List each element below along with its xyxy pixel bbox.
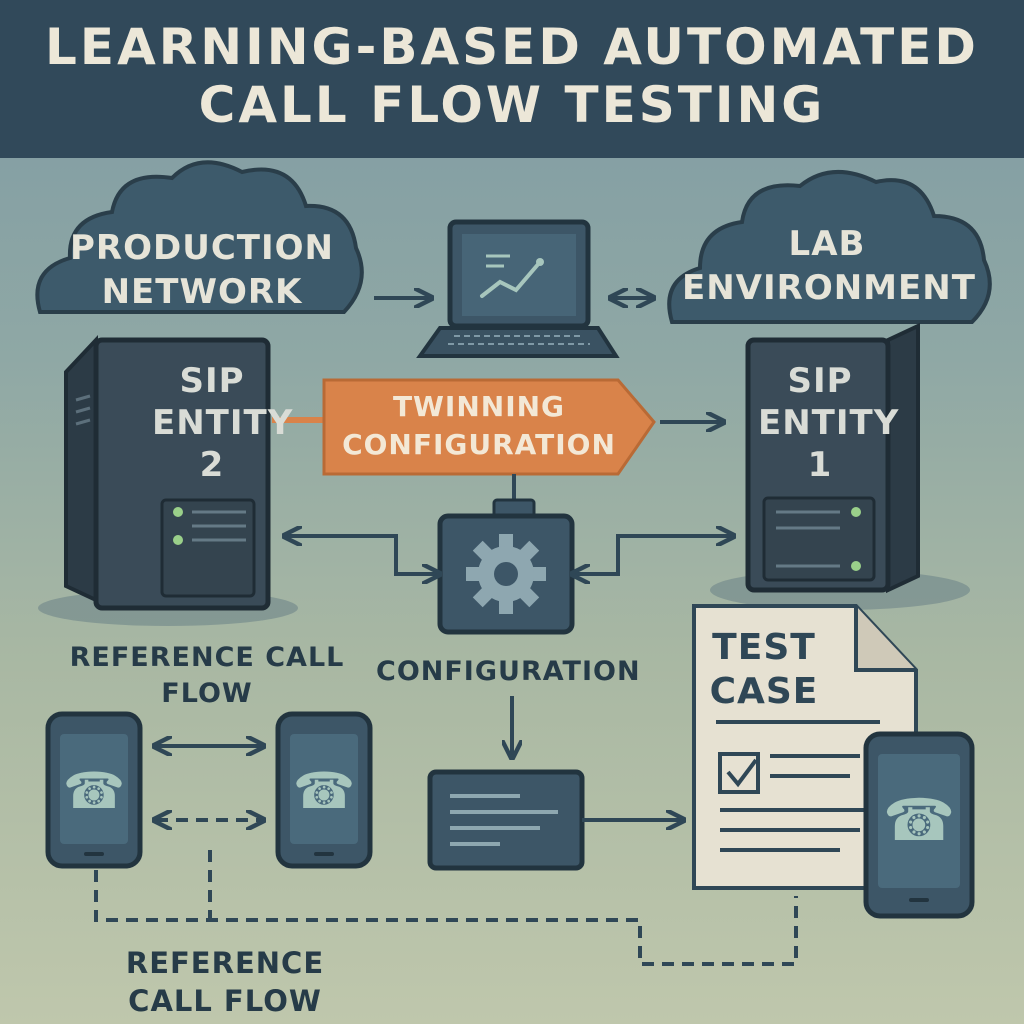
phone-icon: ☎ <box>45 711 143 869</box>
test-case-label: TEST CASE <box>709 627 819 712</box>
title-line-1: LEARNING-BASED AUTOMATED <box>45 18 979 76</box>
sip-entity-1-server-icon <box>710 322 970 610</box>
test-case-document-icon <box>692 604 918 890</box>
production-network-cloud-icon <box>35 160 364 314</box>
reference-call-flow-label-top: REFERENCE CALL FLOW <box>69 642 345 709</box>
svg-text:☎: ☎ <box>63 762 125 820</box>
svg-text:☎: ☎ <box>293 762 355 820</box>
twinning-banner-shape <box>272 378 656 476</box>
gear-icon <box>466 534 546 614</box>
checkbox-icon <box>718 752 870 852</box>
connectors <box>94 298 798 966</box>
production-network-label: PRODUCTION NETWORK <box>70 228 334 312</box>
phone-icon: ☎ <box>275 711 373 869</box>
sip-entity-1-label: SIP ENTITY 1 <box>758 361 900 485</box>
configuration-label: CONFIGURATION <box>376 656 641 687</box>
sip-entity-2-label: SIP ENTITY 2 <box>152 361 294 485</box>
lab-environment-cloud-icon <box>667 170 992 324</box>
reference-call-flow-label-bottom: REFERENCE CALL FLOW <box>125 946 325 1018</box>
output-card-icon <box>427 769 585 871</box>
laptop-icon <box>416 219 620 358</box>
lab-environment-label: LAB ENVIRONMENT <box>682 224 976 308</box>
title-banner: LEARNING-BASED AUTOMATED CALL FLOW TESTI… <box>0 0 1024 158</box>
twinning-configuration-label: TWINNING CONFIGURATION <box>342 390 616 461</box>
sip-entity-2-server-icon <box>38 334 298 626</box>
phone-icon: ☎ <box>863 731 975 919</box>
title-line-2: CALL FLOW TESTING <box>198 76 826 134</box>
svg-text:☎: ☎ <box>883 786 955 854</box>
